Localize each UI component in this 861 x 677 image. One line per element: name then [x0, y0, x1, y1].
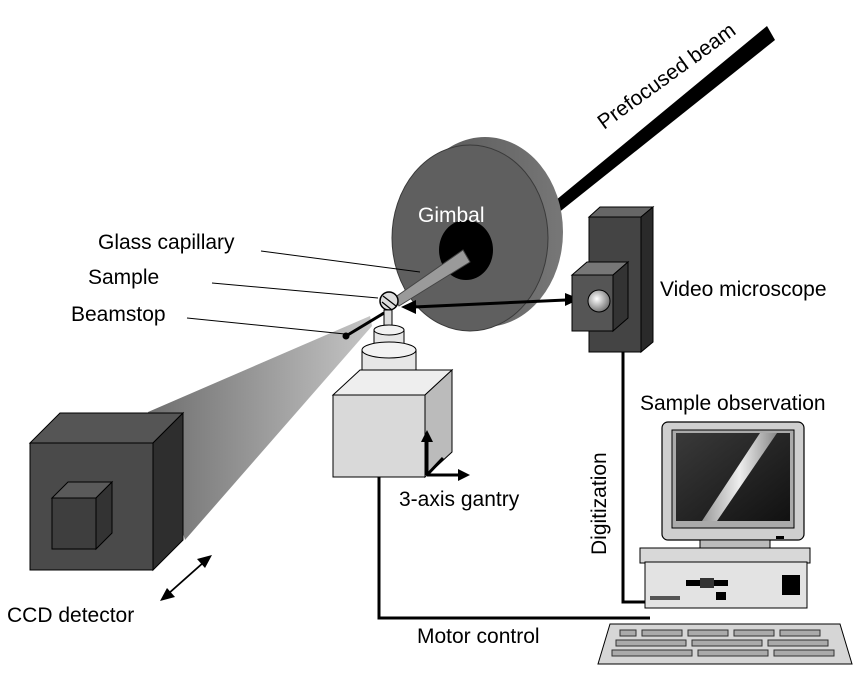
glass-capillary-leader [260, 250, 421, 273]
ccd-detector-label: CCD detector [7, 604, 134, 627]
digitization-cable [621, 352, 650, 604]
sample-observation-label: Sample observation [640, 392, 826, 415]
beamstop-leader [186, 317, 346, 335]
video-microscope-label: Video microscope [660, 278, 827, 301]
sample-leader [211, 282, 379, 299]
gimbal-label: Gimbal [418, 204, 485, 227]
glass-capillary-label: Glass capillary [98, 231, 235, 254]
fiber-image [702, 433, 777, 521]
computer-workstation [597, 421, 853, 665]
gantry-axes-arrows [425, 440, 460, 477]
diffraction-cone [148, 316, 372, 540]
detector-distance-arrow [160, 555, 212, 601]
motor-control-cable [377, 477, 650, 620]
motor-control-label: Motor control [417, 625, 540, 648]
microscope-lens [587, 289, 611, 313]
gimbal [391, 137, 563, 332]
sample-label: Sample [88, 266, 159, 289]
gantry-box [331, 368, 454, 479]
digitization-label: Digitization [588, 452, 611, 555]
video-microscope [570, 205, 655, 354]
gantry-label: 3-axis gantry [399, 488, 520, 511]
ccd-detector [28, 411, 185, 572]
beamstop-label: Beamstop [71, 303, 166, 326]
beamstop [345, 311, 385, 338]
ccd-chip [51, 497, 97, 550]
